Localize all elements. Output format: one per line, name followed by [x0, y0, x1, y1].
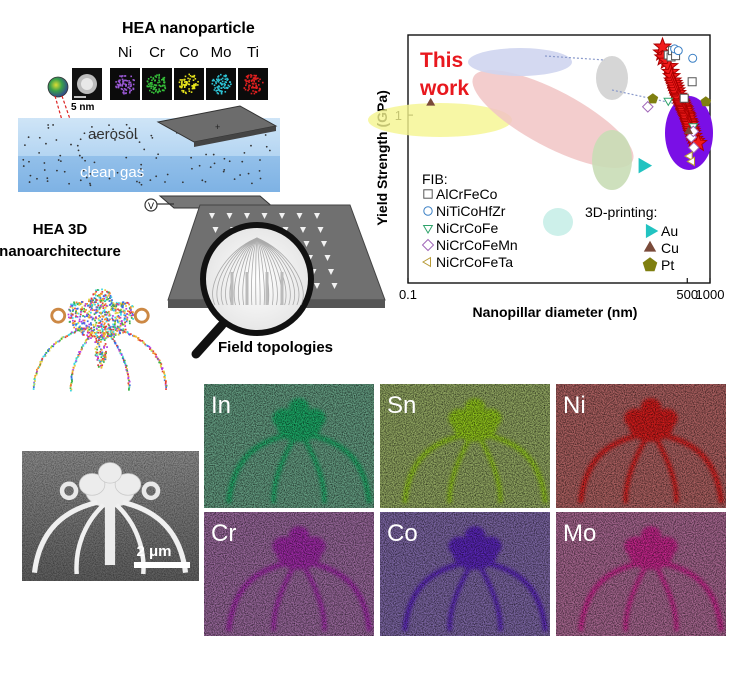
- hea-nanoarchitecture-icon: [32, 288, 168, 392]
- point-niticohfzr: [673, 46, 683, 56]
- legend-marker-alcrfeco: [423, 189, 433, 199]
- point-nicrcofemn: [687, 141, 700, 154]
- legend-label-cu: Cu: [661, 240, 679, 256]
- plot-frame: [407, 34, 711, 284]
- legend-marker-nicrcofemn: [421, 238, 435, 252]
- legend-label-niticohfzr: NiTiCoHfZr: [436, 203, 506, 219]
- point-this-work: [652, 36, 673, 56]
- x-axis-label: Nanopillar diameter (nm): [473, 304, 638, 320]
- element-tile-mo: [206, 68, 236, 100]
- point-au: [638, 157, 653, 174]
- x-tick-label: 500: [676, 287, 698, 302]
- point-cu: [684, 126, 694, 134]
- magnifier-icon: [191, 222, 314, 359]
- clean-gas-band: [18, 156, 280, 192]
- legend-label-nicrcofe: NiCrCoFe: [436, 220, 498, 236]
- nanoparticle-title: HEA nanoparticle: [122, 20, 255, 37]
- eds-label-cr: Cr: [211, 520, 236, 547]
- legend-marker-nicrcofeta: [422, 256, 431, 268]
- nanoarchitecture-title-1: HEA 3D: [33, 221, 88, 238]
- clean-gas-label: clean gas: [80, 164, 144, 181]
- cu-region: [368, 103, 512, 137]
- legend-label-nicrcofeta: NiCrCoFeTa: [436, 254, 513, 270]
- aerosol-label: aerosol: [88, 126, 137, 143]
- point-niticohfzr: [688, 53, 698, 63]
- data-points: [426, 36, 712, 174]
- element-label-mo: Mo: [211, 44, 232, 61]
- sem-image: 2 μm: [22, 451, 199, 581]
- yield-strength-chart: 0.150010001 Nanopillar diameter (nm) Yie…: [368, 34, 725, 320]
- printing-legend-title: 3D-printing:: [585, 204, 657, 220]
- printing-schematic: HEA nanoparticle Ni Cr Co Mo Ti 5 nm aerosol…: [0, 20, 386, 392]
- eds-panel-mo: Mo: [556, 512, 726, 636]
- this-work-label-1: This: [420, 49, 463, 72]
- eds-panel-in: In: [204, 384, 374, 508]
- legend-label-nicrcofemn: NiCrCoFeMn: [436, 237, 518, 253]
- legend-label-pt: Pt: [661, 257, 674, 273]
- element-label-ti: Ti: [247, 44, 259, 61]
- alcrfeco-region: [468, 48, 572, 76]
- point-pt: [647, 93, 659, 104]
- sem-scale-label: 2 μm: [136, 543, 171, 560]
- field-topologies-label: Field topologies: [218, 339, 333, 356]
- point-pt: [700, 96, 712, 107]
- this-work-region: [472, 70, 634, 168]
- point-nicrcofe: [663, 97, 674, 107]
- voltage-source: [144, 198, 158, 212]
- legend-marker-niticohfzr: [423, 206, 433, 216]
- legend-marker-nicrcofe: [422, 225, 434, 234]
- fib-legend-title: FIB:: [422, 171, 448, 187]
- nanoparticle-icon: [47, 76, 69, 98]
- legend-label-alcrfeco: AlCrFeCo: [436, 186, 498, 202]
- legend-label-au: Au: [661, 223, 678, 239]
- fib-legend: AlCrFeCoNiTiCoHfZrNiCrCoFeNiCrCoFeMnNiCr…: [421, 186, 518, 270]
- sem-architecture: [31, 462, 189, 575]
- nicrcofe-region: [592, 130, 632, 190]
- x-tick-label: 1000: [696, 287, 725, 302]
- tem-scale-label: 5 nm: [71, 102, 94, 113]
- element-tile-cr: [142, 68, 172, 100]
- element-tile-ti: [238, 68, 268, 100]
- au-region: [543, 208, 573, 236]
- eds-panel-ni: Ni: [556, 384, 726, 508]
- nanoarchitecture-title-2: nanoarchitecture: [0, 243, 121, 260]
- eds-label-co: Co: [387, 520, 418, 547]
- eds-panel-sn: Sn: [380, 384, 550, 508]
- point-nicrcofeta: [683, 151, 693, 162]
- legend-marker-cu: [643, 240, 657, 252]
- eds-label-in: In: [211, 392, 231, 419]
- point-nicrcofemn: [641, 100, 654, 113]
- eds-label-ni: Ni: [563, 392, 586, 419]
- element-map-tiles: [110, 68, 268, 100]
- eds-label-mo: Mo: [563, 520, 596, 547]
- element-label-cr: Cr: [149, 44, 165, 61]
- point-cu: [426, 97, 436, 106]
- element-tile-co: [174, 68, 204, 100]
- legend-marker-pt: [642, 257, 658, 272]
- ni-region: [596, 56, 628, 100]
- eds-label-sn: Sn: [387, 392, 416, 419]
- point-nicrcofeta: [686, 156, 695, 167]
- element-label-ni: Ni: [118, 44, 132, 61]
- sem-scale-bar: [134, 562, 190, 568]
- eds-panel-cr: Cr: [204, 512, 374, 636]
- point-alcrfeco: [679, 93, 689, 103]
- this-work-label-2: work: [419, 77, 469, 100]
- point-alcrfeco: [687, 77, 697, 87]
- field-topology-lines: [212, 237, 304, 306]
- element-label-co: Co: [179, 44, 198, 61]
- eds-panel-co: Co: [380, 512, 550, 636]
- element-labels: Ni Cr Co Mo Ti: [118, 44, 259, 61]
- legend-marker-au: [645, 223, 659, 239]
- eds-map-panels: In Sn NiCr Co Mo: [204, 384, 726, 636]
- voltage-label: V: [148, 201, 154, 211]
- element-tile-ni: [110, 68, 140, 100]
- x-tick-label: 0.1: [399, 287, 417, 302]
- svg-text:+: +: [215, 122, 220, 132]
